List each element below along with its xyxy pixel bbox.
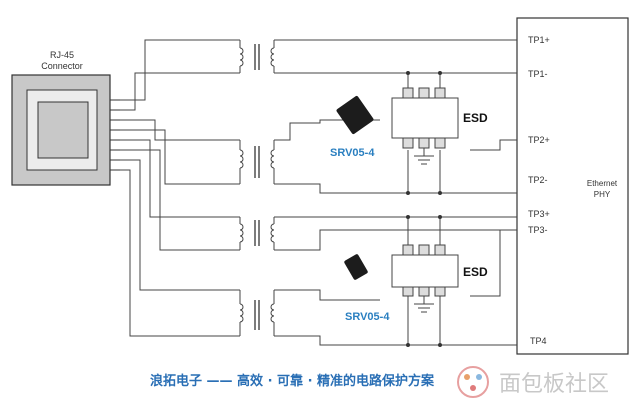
connector-label-line2: Connector — [41, 61, 83, 71]
transformer-4 — [239, 290, 275, 336]
pin-tp4: TP4 — [530, 336, 547, 346]
junction-dots — [406, 71, 442, 347]
transformer-2 — [239, 140, 275, 184]
pin-tp2-minus: TP2- — [528, 175, 548, 185]
caption: 浪拓电子 —— 高效 · 可靠 · 精准的电路保护方案 — [150, 374, 435, 389]
esd-top-part: SRV05-4 — [330, 147, 375, 159]
esd-device-top — [391, 87, 459, 165]
transformer-1 — [239, 40, 275, 73]
esd-top-label: ESD — [463, 111, 488, 125]
pin-tp3-plus: TP3+ — [528, 209, 550, 219]
pin-tp3-minus: TP3- — [528, 225, 548, 235]
watermark-text: 面包板社区 — [499, 372, 610, 397]
esd-device-bottom — [391, 244, 459, 313]
phy-wires — [274, 39, 517, 346]
esd-bottom-label: ESD — [463, 265, 488, 279]
phy-label-line2: PHY — [594, 190, 611, 199]
transformer-3 — [239, 217, 275, 250]
pin-tp1-minus: TP1- — [528, 69, 548, 79]
watermark: 面包板社区 — [453, 362, 633, 402]
connector-label-line1: RJ-45 — [50, 50, 74, 60]
connector-wires — [120, 39, 240, 337]
pin-tp1-plus: TP1+ — [528, 35, 550, 45]
pin-tp2-plus: TP2+ — [528, 135, 550, 145]
phy-label-line1: Ethernet — [587, 179, 618, 188]
ethernet-phy-block — [516, 17, 629, 355]
chip-icon — [344, 254, 368, 280]
community-logo-icon — [457, 366, 489, 398]
chip-icon — [336, 96, 374, 134]
esd-bottom-part: SRV05-4 — [345, 311, 390, 323]
rj45-connector — [11, 74, 120, 186]
